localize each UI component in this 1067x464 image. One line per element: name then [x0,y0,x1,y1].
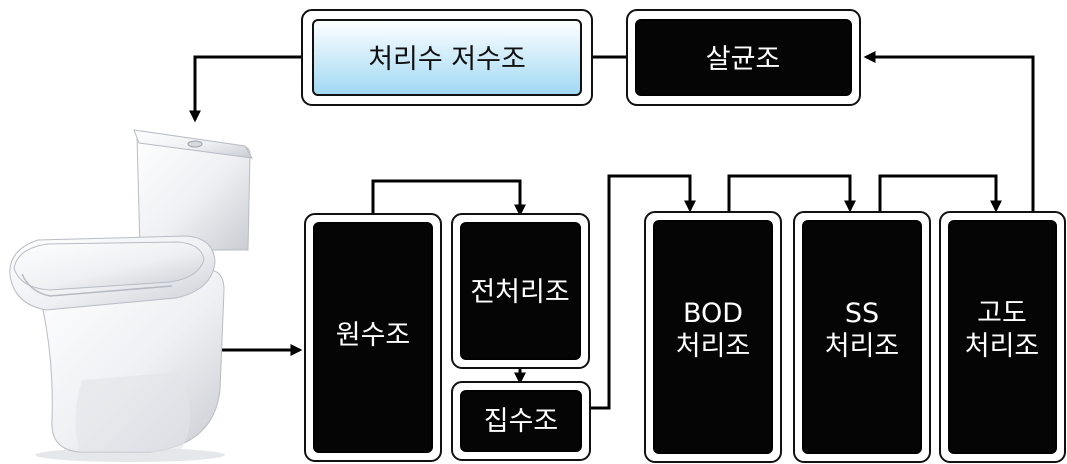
disinfection-tank: 살균조 [626,9,861,106]
bod-treatment-label-line1: BOD [683,298,743,329]
disinfection-tank-label: 살균조 [706,44,781,75]
ss-treatment-label-line2: 처리조 [825,331,900,362]
pretreatment-tank-label: 전처리조 [470,277,569,308]
flow-collection-to-bod [590,174,696,410]
toilet-icon [9,129,253,462]
flow-raw-to-pretreatment [371,179,526,217]
flow-bod-to-ss [727,174,856,213]
treated-water-tank-label: 처리수 저수조 [368,44,526,75]
flow-treated-to-toilet [189,55,302,123]
bod-treatment-tank: BOD 처리조 [644,211,782,463]
flow-ss-to-advanced [878,174,1002,213]
flow-advanced-to-disinfection [863,51,1035,212]
collection-tank: 집수조 [451,381,591,461]
advanced-treatment-label-line1: 고도 [977,298,1027,329]
advanced-treatment-label-line2: 처리조 [965,331,1040,362]
ss-treatment-label-line1: SS [845,298,879,329]
raw-water-tank: 원수조 [304,213,442,462]
raw-water-tank-label: 원수조 [336,320,411,351]
ss-treatment-tank: SS 처리조 [793,211,931,463]
advanced-treatment-tank: 고도 처리조 [939,211,1066,463]
bod-treatment-label-line2: 처리조 [676,331,751,362]
collection-tank-label: 집수조 [484,406,559,437]
flow-lines [189,51,1035,410]
treated-water-tank: 처리수 저수조 [301,9,593,106]
pretreatment-tank: 전처리조 [451,213,590,369]
